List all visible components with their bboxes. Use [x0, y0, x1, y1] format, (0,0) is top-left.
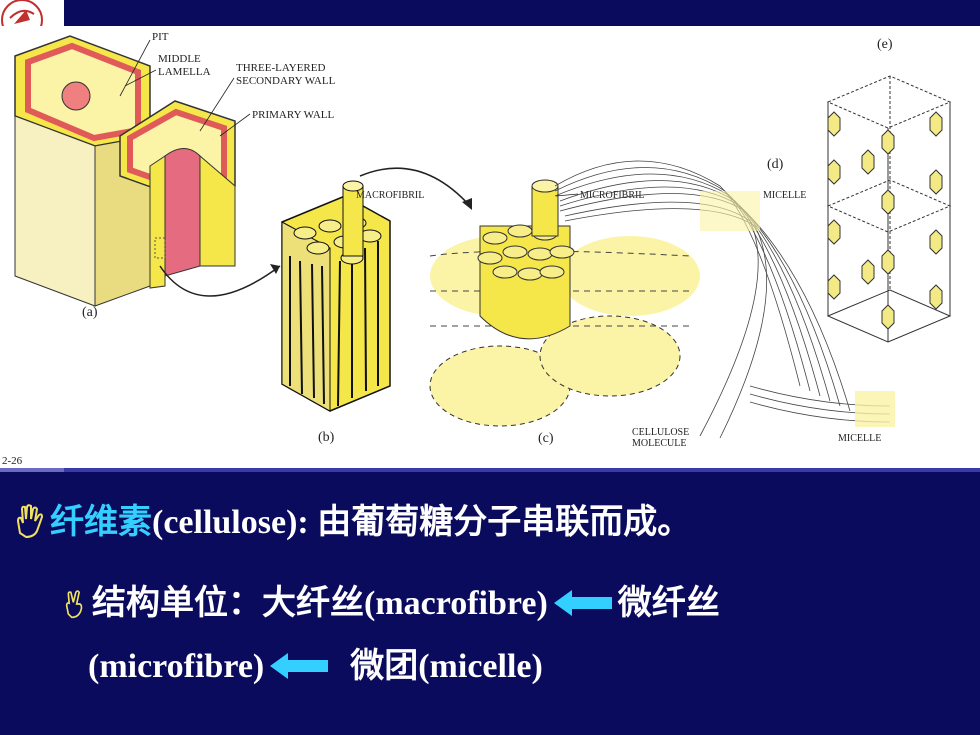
- panel-a-label: (a): [82, 305, 98, 320]
- label-pit: PIT: [152, 31, 169, 43]
- wood-cells-illustration: [14, 35, 281, 307]
- left-arrow-icon: [553, 590, 612, 616]
- hand-icon: [16, 504, 44, 539]
- label-micelle-bottom: MICELLE: [838, 433, 881, 444]
- macrofibril-bundle: [281, 167, 472, 412]
- label-cellulose-molecule: CELLULOSE: [632, 427, 689, 438]
- label-middle-lamella-2: LAMELLA: [158, 66, 211, 78]
- label-macrofibril: MACROFIBRIL: [356, 190, 424, 201]
- left-arrow-icon: [270, 653, 329, 679]
- divider: [64, 468, 980, 472]
- logo: [0, 0, 64, 41]
- label-cellulose-molecule-2: MOLECULE: [632, 438, 686, 449]
- panel-d-label: (d): [767, 157, 784, 172]
- definition-text: (cellulose): 由葡萄糖分子串联而成。: [152, 504, 692, 541]
- top-bar: [0, 0, 980, 26]
- structure-line-cont: (microfibre) 微团(micelle): [88, 638, 543, 687]
- panel-c-label: (c): [538, 431, 554, 446]
- label-secondary-wall-2: SECONDARY WALL: [236, 75, 336, 87]
- panel-e-label: (e): [877, 37, 893, 52]
- label-middle-lamella: MIDDLE: [158, 53, 201, 65]
- structure-units-text: 结构单位：大纤丝(macrofibre): [92, 585, 548, 622]
- text-panel: [0, 472, 980, 735]
- microfibre-latin-text: (microfibre): [88, 648, 265, 685]
- victory-hand-icon: [65, 590, 83, 619]
- panel-b-label: (b): [318, 430, 335, 445]
- microfibril-bundle: [429, 179, 700, 427]
- term-cellulose: 纤维素: [50, 504, 152, 541]
- divider-accent: [0, 468, 64, 472]
- micelle-lattice: [826, 75, 952, 343]
- cellulose-structure-diagram: PIT MIDDLE LAMELLA THREE-LAYERED SECONDA…: [0, 26, 980, 468]
- label-secondary-wall: THREE-LAYERED: [236, 62, 325, 74]
- label-microfibril: MICROFIBRIL: [580, 190, 644, 201]
- microfibre-text: 微纤丝: [617, 585, 720, 622]
- label-micelle-top: MICELLE: [763, 190, 806, 201]
- structure-line: 结构单位：大纤丝(macrofibre) 微纤丝: [60, 575, 720, 624]
- page-number: 2-26: [2, 455, 23, 467]
- label-primary-wall: PRIMARY WALL: [252, 109, 334, 121]
- micelle-text: 微团(micelle): [350, 648, 543, 685]
- definition-line: 纤维素(cellulose): 由葡萄糖分子串联而成。: [12, 494, 691, 543]
